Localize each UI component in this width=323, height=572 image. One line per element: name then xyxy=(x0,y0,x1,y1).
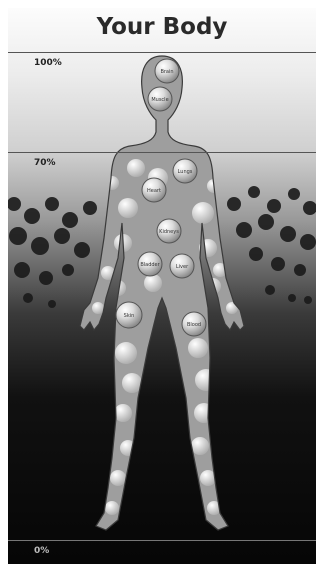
organ-muscle: Muscle xyxy=(148,87,172,111)
organ-label: Skin xyxy=(124,313,135,319)
organ-label: Blood xyxy=(187,322,201,328)
level-label-0: 0% xyxy=(34,546,49,556)
level-label-70: 70% xyxy=(34,158,56,168)
organ-label: Heart xyxy=(147,188,161,194)
level-line-70 xyxy=(8,152,316,153)
organ-label: Brain xyxy=(160,69,173,75)
organ-label: Bladder xyxy=(140,262,160,268)
organ-label: Kidneys xyxy=(159,229,179,235)
diagram-frame: Your Body xyxy=(8,8,316,564)
organ-liver: Liver xyxy=(170,254,194,278)
organ-bladder: Bladder xyxy=(138,252,162,276)
level-line-100 xyxy=(8,52,316,53)
organ-heart: Heart xyxy=(142,178,166,202)
organ-brain: Brain xyxy=(155,59,179,83)
level-line-0 xyxy=(8,540,316,541)
level-label-100: 100% xyxy=(34,58,62,68)
organ-kidneys: Kidneys xyxy=(157,219,181,243)
organ-blood: Blood xyxy=(182,312,206,336)
organ-lungs: Lungs xyxy=(173,159,197,183)
organ-skin: Skin xyxy=(116,302,142,328)
organ-label: Lungs xyxy=(178,169,193,175)
organ-label: Liver xyxy=(176,264,189,270)
organ-label: Muscle xyxy=(151,97,168,103)
